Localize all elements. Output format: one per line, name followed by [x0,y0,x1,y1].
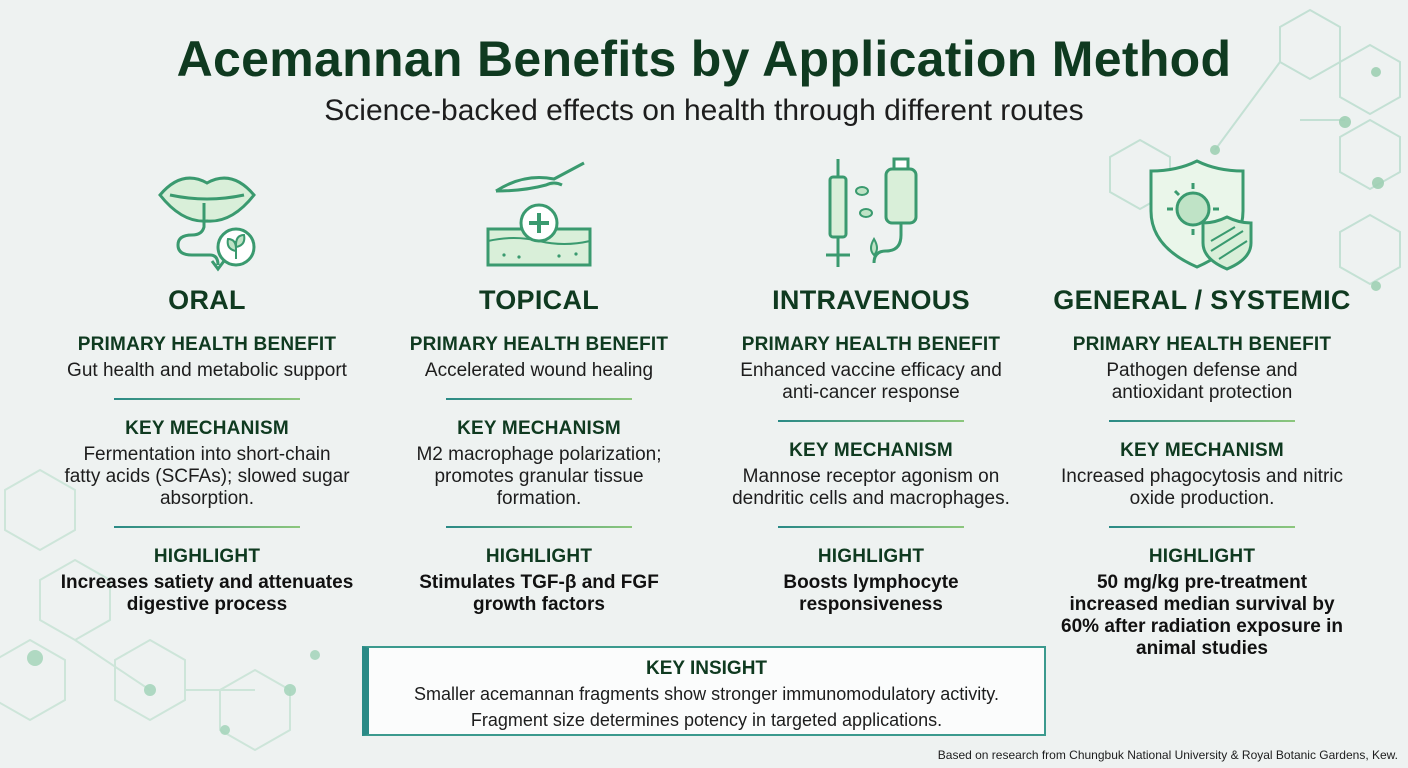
key-insight-line-1: Smaller acemannan fragments show stronge… [414,684,999,704]
divider [1109,526,1295,528]
divider [446,526,632,528]
key-mechanism-text: Increased phagocytosis and nitric oxide … [1061,466,1343,509]
primary-benefit-label: PRIMARY HEALTH BENEFIT [409,334,669,355]
source-footnote: Based on research from Chungbuk National… [937,748,1398,762]
route-name: TOPICAL [478,285,600,315]
key-mechanism-label: KEY MECHANISM [125,418,289,439]
primary-benefit-text: Gut health and metabolic support [67,360,347,381]
key-insight-line-2: Fragment size determines potency in targ… [470,710,943,730]
page-subtitle: Science-backed effects on health through… [324,94,1084,127]
primary-benefit-label: PRIMARY HEALTH BENEFIT [77,334,337,355]
key-mechanism-label: KEY MECHANISM [457,418,621,439]
route-name: GENERAL / SYSTEMIC [1053,285,1351,315]
primary-benefit-label: PRIMARY HEALTH BENEFIT [741,334,1001,355]
primary-benefit-text: Accelerated wound healing [424,360,654,381]
divider [446,398,632,400]
key-insight-label: KEY INSIGHT [645,658,768,679]
highlight-label: HIGHLIGHT [485,546,593,567]
mouth-digestion-icon [158,176,256,272]
page-title: Acemannan Benefits by Application Method [176,31,1232,87]
primary-benefit-text: Pathogen defense and antioxidant protect… [1106,360,1298,403]
key-insight-box: KEY INSIGHT Smaller acemannan fragments … [362,646,1046,736]
divider [778,420,964,422]
highlight-text: 50 mg/kg pre-treatment increased median … [1061,572,1343,659]
key-mechanism-label: KEY MECHANISM [1120,440,1284,461]
divider [1109,420,1295,422]
key-mechanism-text: Mannose receptor agonism on dendritic ce… [732,466,1010,509]
shield-pathogen-icon [1149,159,1253,271]
highlight-label: HIGHLIGHT [817,546,925,567]
key-mechanism-text: M2 macrophage polarization; promotes gra… [416,444,662,509]
route-name: INTRAVENOUS [772,285,970,315]
column-general-systemic: GENERAL / SYSTEMIC PRIMARY HEALTH BENEFI… [1052,155,1352,660]
highlight-label: HIGHLIGHT [1148,546,1256,567]
highlight-text: Increases satiety and attenuates digesti… [60,572,354,615]
syringe-iv-bag-icon [826,157,918,267]
highlight-label: HIGHLIGHT [153,546,261,567]
divider [114,398,300,400]
divider [778,526,964,528]
highlight-text: Boosts lymphocyte responsiveness [783,572,959,615]
column-topical: TOPICAL PRIMARY HEALTH BENEFIT Accelerat… [389,155,689,616]
divider [114,526,300,528]
primary-benefit-text: Enhanced vaccine efficacy and anti-cance… [740,360,1002,403]
primary-benefit-label: PRIMARY HEALTH BENEFIT [1072,334,1332,355]
key-mechanism-text: Fermentation into short-chain fatty acid… [64,444,350,509]
column-oral: ORAL PRIMARY HEALTH BENEFIT Gut health a… [57,155,357,616]
route-name: ORAL [168,285,246,315]
highlight-text: Stimulates TGF-β and FGF growth factors [419,572,659,615]
key-mechanism-label: KEY MECHANISM [789,440,953,461]
hand-skin-healing-icon [486,161,592,267]
column-intravenous: INTRAVENOUS PRIMARY HEALTH BENEFIT Enhan… [721,155,1021,616]
